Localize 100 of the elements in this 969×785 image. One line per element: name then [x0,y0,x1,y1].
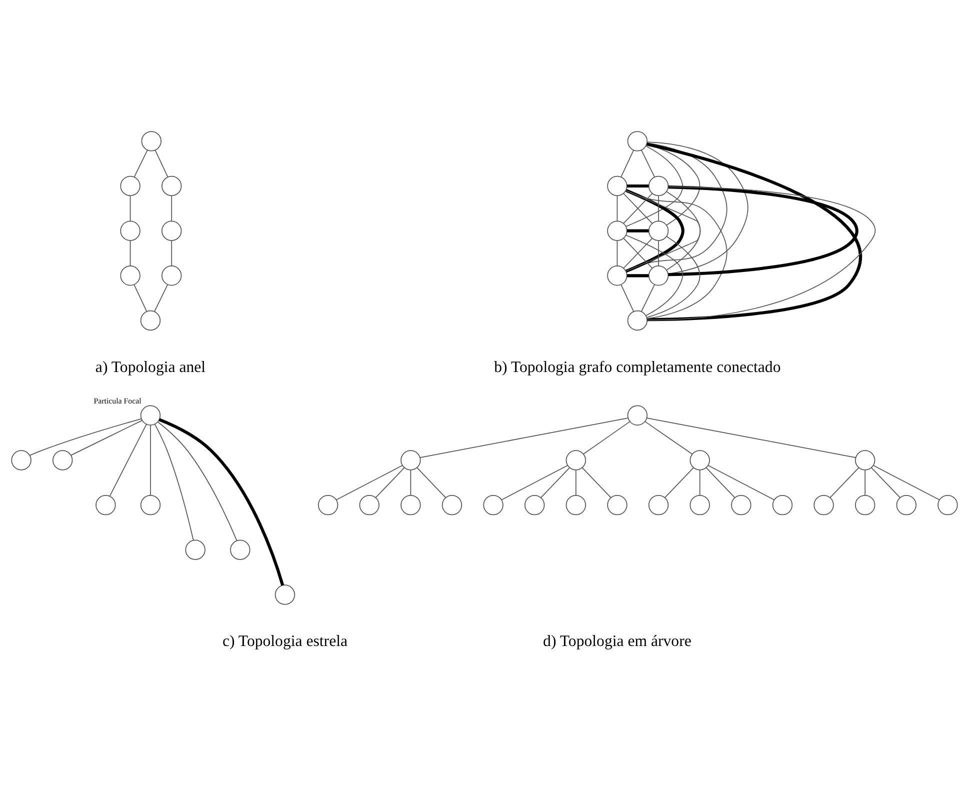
node-label: Particula Focal [94,396,142,405]
node-circle [400,494,421,515]
node-circle [854,450,876,470]
connector [644,420,693,454]
connector [626,184,649,188]
node-circle [52,450,73,470]
connector [664,466,694,498]
node-circle [400,450,421,470]
connector [641,149,656,178]
connector [582,466,612,498]
connector [646,141,748,274]
node-circle [11,450,32,470]
label: a) Topologia anel [95,358,206,376]
node-circle [627,310,648,330]
connector [70,419,143,456]
node-circle [690,450,710,470]
connector [134,149,148,178]
connector [640,284,655,312]
node-circle [772,494,793,515]
connector [575,469,576,496]
node-circle [814,494,834,515]
node-circle [607,175,628,196]
node-circle [483,494,504,515]
node-circle [690,494,710,515]
node-circle [140,404,161,426]
node-circle [566,494,586,515]
node-circle [627,130,648,151]
node-circle [140,310,161,330]
node-circle [607,494,628,515]
connector [540,466,570,498]
node-circle [442,494,462,515]
connector [668,185,858,276]
connector [708,464,775,500]
connector [646,142,861,321]
node-circle [162,265,182,286]
connector [658,195,659,222]
connector [420,417,628,458]
connector [150,424,151,496]
connector [158,418,284,586]
label: b) Topologia grafo completamente conectado [494,358,781,376]
connector [623,238,653,268]
connector [620,284,634,312]
node-circle [96,494,116,515]
node-circle [230,539,250,560]
connector [158,421,238,540]
connector [616,240,618,266]
node-circle [141,130,162,151]
connector [616,195,618,222]
node-circle [627,404,648,426]
connector [646,186,876,320]
connector [410,469,412,496]
connector [699,469,700,496]
connector [171,195,172,222]
node-circle [140,494,161,515]
node-circle [120,175,140,196]
connector [130,195,131,222]
connector [623,192,653,224]
connector [134,284,148,312]
connector [109,423,147,496]
connector [626,274,649,277]
connector [501,464,568,500]
node-circle [274,584,296,604]
node-circle [120,220,140,240]
connector [646,417,856,458]
connector [625,190,728,319]
node-circle [938,494,958,515]
node-circle [524,494,545,515]
node-circle [648,220,669,240]
node-circle [120,265,140,286]
connector [871,466,901,498]
node-circle [648,265,669,286]
node-circle [731,494,752,515]
node-circle [607,220,628,240]
node-circle [896,494,916,515]
connector [336,464,403,500]
node-circle [318,494,338,515]
connector [658,240,659,266]
connector [830,466,860,498]
node-circle [566,450,586,470]
connector [154,423,194,540]
connector [154,149,168,177]
label: d) Topologia em árvore [543,632,692,650]
node-circle [185,539,206,560]
connector [626,234,684,316]
connector [646,236,700,318]
connector [29,418,142,456]
connector [625,142,728,271]
connector [706,466,736,498]
connector [872,464,940,500]
connector [620,149,634,177]
node-circle [162,220,182,240]
label: c) Topologia estrela [222,632,348,650]
connector [171,240,172,266]
connector [864,469,866,496]
connector [625,188,684,272]
connector [375,466,405,498]
connector [130,240,131,266]
node-circle [854,494,876,515]
node-circle [162,175,182,196]
node-circle [359,494,380,515]
